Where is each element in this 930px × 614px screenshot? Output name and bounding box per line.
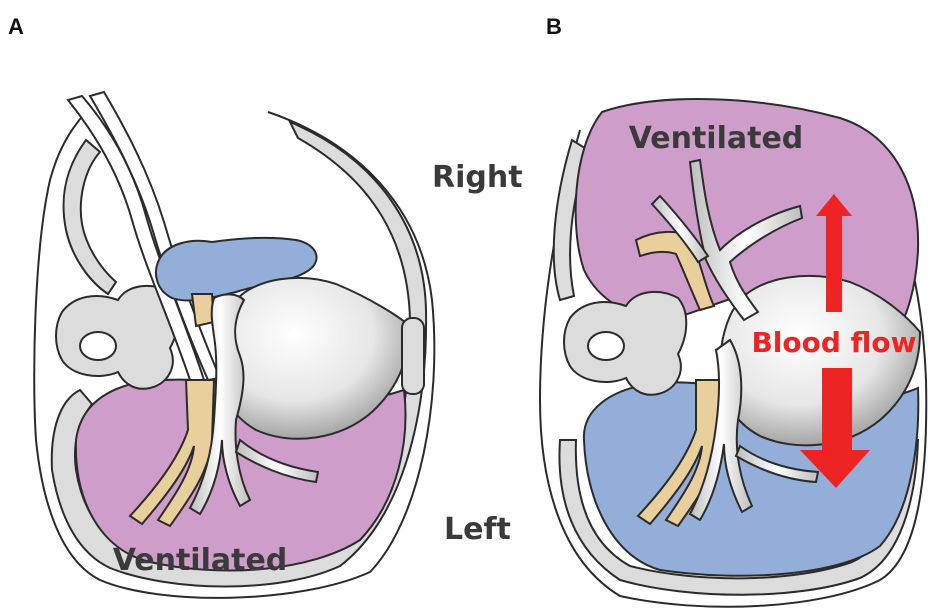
panel-a-diagram [34,92,434,598]
panel-a-ventilated-label: Ventilated [113,543,288,578]
panel-b-blood-flow-label: Blood flow [751,326,916,359]
panel-b-ventilated-label: Ventilated [629,121,804,156]
panel-a-sternum [402,318,424,394]
panel-b-spinal-canal [588,332,624,360]
panel-a-upper-bronchus [192,294,214,326]
panel-a-spinal-canal [80,332,116,360]
